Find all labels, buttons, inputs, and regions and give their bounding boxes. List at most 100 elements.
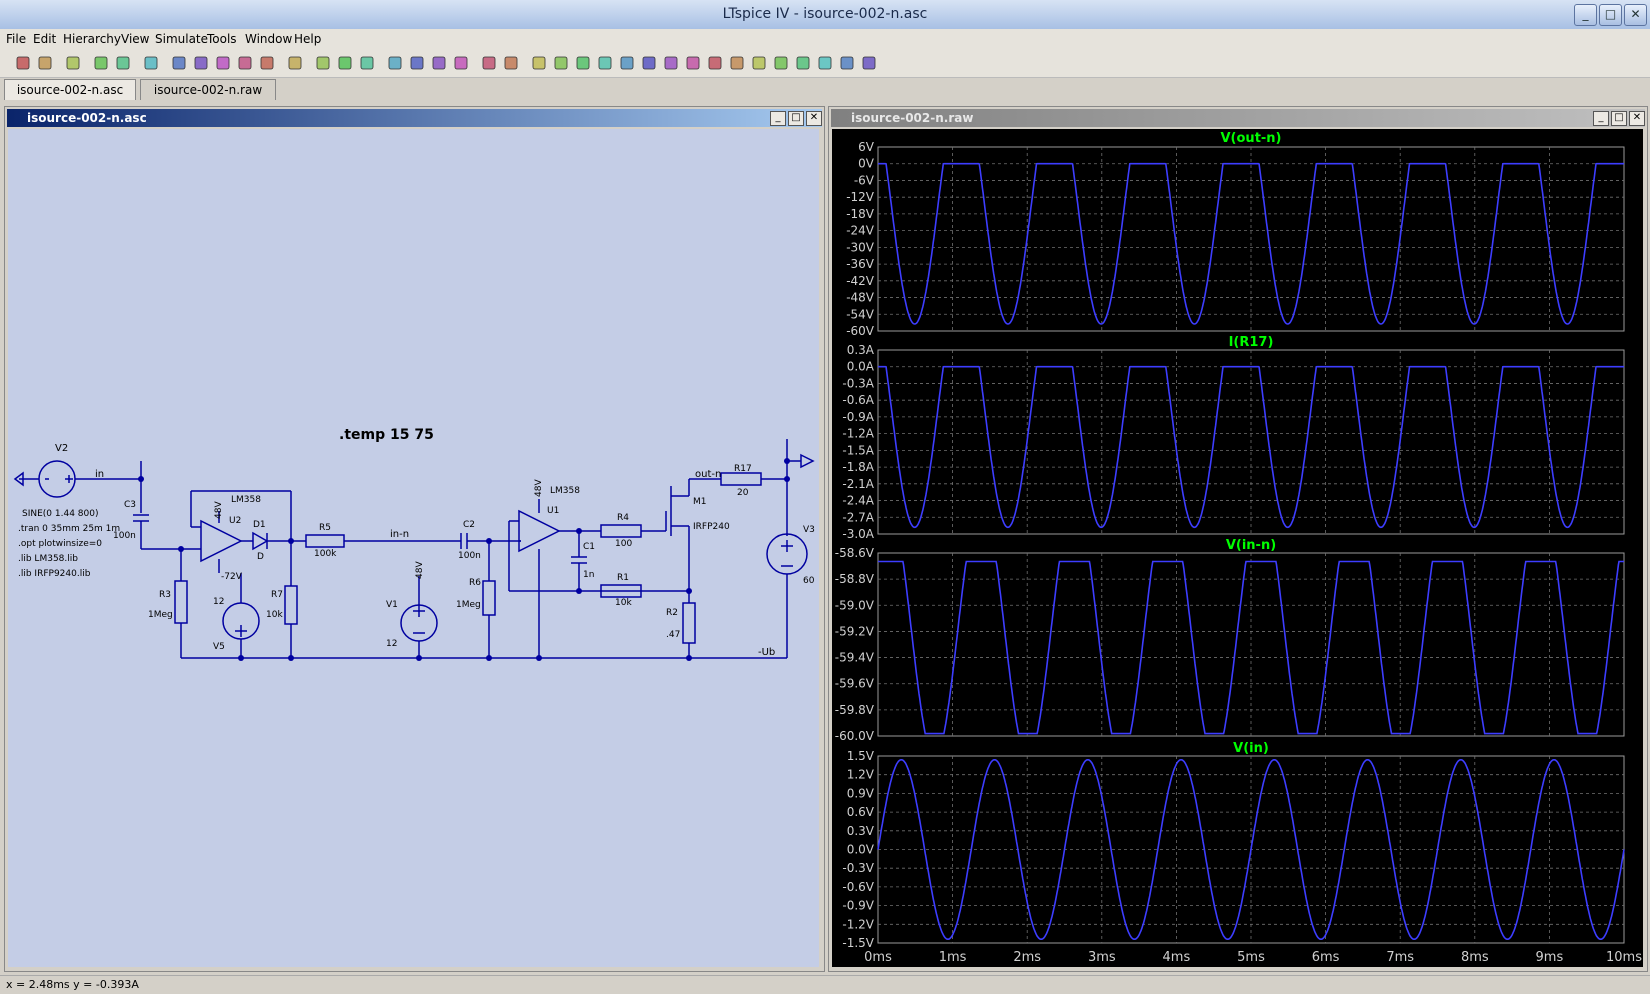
source-line[interactable]: .opt plotwinsize=0	[18, 539, 102, 549]
label-r1-value: 10k	[615, 598, 632, 608]
waveform-plot-area[interactable]: 6V0V-6V-12V-18V-24V-30V-36V-42V-48V-54V-…	[832, 129, 1643, 967]
plot-pane[interactable]: -58.6V-58.8V-59.0V-59.2V-59.4V-59.6V-59.…	[835, 538, 1625, 743]
menu-file[interactable]: File	[6, 32, 27, 46]
menu-simulate[interactable]: Simulate	[155, 32, 209, 46]
close-button[interactable]: ✕	[1624, 4, 1647, 26]
autorange-icon[interactable]	[258, 54, 276, 72]
label-v3-value: 60	[803, 576, 815, 586]
zoom-fit-icon[interactable]	[236, 54, 254, 72]
label-minus72v: -72V	[221, 572, 243, 582]
wire-icon[interactable]	[530, 54, 548, 72]
y-tick-label: -0.9A	[842, 410, 874, 424]
copy-icon[interactable]	[408, 54, 426, 72]
capacitor-icon[interactable]	[618, 54, 636, 72]
component-icon[interactable]	[684, 54, 702, 72]
run-icon[interactable]	[114, 54, 132, 72]
plot-pane[interactable]: 1.5V1.2V0.9V0.6V0.3V0.0V-0.3V-0.6V-0.9V-…	[842, 741, 1625, 950]
label-r7-value: 10k	[266, 610, 283, 620]
label-net-icon[interactable]	[574, 54, 592, 72]
tile-vertical-icon[interactable]	[336, 54, 354, 72]
waveform-close-button[interactable]: ✕	[1629, 111, 1645, 126]
text-icon[interactable]	[838, 54, 856, 72]
temp-directive[interactable]: .temp 15 75	[339, 427, 434, 443]
tab-schematic[interactable]: isource-002-n.asc	[4, 79, 136, 100]
control-panel-icon[interactable]	[92, 54, 110, 72]
source-line[interactable]: SINE(0 1.44 800)	[22, 509, 98, 519]
label-in-n: in-n	[390, 529, 409, 540]
cut-icon[interactable]	[386, 54, 404, 72]
save-icon[interactable]	[64, 54, 82, 72]
zoom-out-icon[interactable]	[214, 54, 232, 72]
plot-pane[interactable]: 0.3A0.0A-0.3A-0.6A-0.9A-1.2A-1.5A-1.8A-2…	[842, 335, 1625, 541]
label-ub: -Ub	[758, 647, 775, 658]
status-bar: x = 2.48ms y = -0.393A	[0, 975, 1650, 994]
open-icon[interactable]	[36, 54, 54, 72]
menu-view[interactable]: View	[121, 32, 150, 46]
waveform-restore-button[interactable]: □	[1611, 111, 1627, 126]
source-line[interactable]: .tran 0 35mm 25m 1m	[18, 524, 120, 534]
zoom-in-icon[interactable]	[170, 54, 188, 72]
undo-icon[interactable]	[750, 54, 768, 72]
find-icon[interactable]	[452, 54, 470, 72]
zoom-pan-icon[interactable]	[192, 54, 210, 72]
y-tick-label: 1.5V	[847, 749, 875, 763]
trace-title[interactable]: V(in)	[1233, 741, 1269, 756]
menu-window[interactable]: Window	[245, 32, 293, 46]
resistor-icon[interactable]	[596, 54, 614, 72]
schematic-close-button[interactable]: ✕	[806, 111, 822, 126]
label-r2-value: .47	[666, 630, 680, 640]
inductor-icon[interactable]	[640, 54, 658, 72]
paste-icon[interactable]	[430, 54, 448, 72]
y-tick-label: -0.6A	[842, 393, 874, 407]
maximize-button[interactable]: □	[1599, 4, 1622, 26]
menu-hierarchy[interactable]: Hierarchy	[63, 32, 122, 46]
schematic-restore-button[interactable]: □	[788, 111, 804, 126]
menu-edit[interactable]: Edit	[33, 32, 57, 46]
schematic-caption: isource-002-n.asc _ □ ✕	[7, 109, 822, 127]
spice-directive-icon[interactable]	[860, 54, 878, 72]
label-r2: R2	[666, 608, 678, 618]
diode-icon[interactable]	[662, 54, 680, 72]
x-tick-label: 5ms	[1237, 950, 1265, 965]
toolbar	[0, 49, 1650, 78]
title-bar: LTspice IV - isource-002-n.asc _ □ ✕	[0, 0, 1650, 30]
cascade-icon[interactable]	[358, 54, 376, 72]
minimize-button[interactable]: _	[1574, 4, 1597, 26]
print-icon[interactable]	[502, 54, 520, 72]
waveform-title: isource-002-n.raw	[851, 111, 974, 125]
tab-waveform[interactable]: isource-002-n.raw	[140, 79, 276, 100]
trace-line	[878, 162, 1624, 325]
source-line[interactable]: .lib IRFP9240.lib	[18, 569, 91, 579]
grid-icon[interactable]	[286, 54, 304, 72]
trace-title[interactable]: I(R17)	[1229, 335, 1274, 350]
tab-bar: isource-002-n.asc isource-002-n.raw	[0, 78, 1650, 100]
y-tick-label: -1.5V	[842, 936, 874, 950]
menu-help[interactable]: Help	[294, 32, 322, 46]
source-line[interactable]: .lib LM358.lib	[18, 554, 78, 564]
y-tick-label: -59.4V	[835, 651, 875, 665]
plot-pane[interactable]: 6V0V-6V-12V-18V-24V-30V-36V-42V-48V-54V-…	[846, 131, 1625, 338]
waveform-minimize-button[interactable]: _	[1593, 111, 1609, 126]
halt-icon[interactable]	[142, 54, 160, 72]
drag-icon[interactable]	[728, 54, 746, 72]
new-schematic-icon[interactable]	[14, 54, 32, 72]
tile-horizontal-icon[interactable]	[314, 54, 332, 72]
trace-line	[877, 759, 1625, 940]
x-tick-label: 9ms	[1536, 950, 1564, 965]
y-tick-label: 0.6V	[847, 805, 875, 819]
y-tick-label: -60V	[846, 324, 875, 338]
redo-icon[interactable]	[772, 54, 790, 72]
move-icon[interactable]	[706, 54, 724, 72]
y-tick-label: 0.0A	[847, 360, 875, 374]
print-setup-icon[interactable]	[480, 54, 498, 72]
trace-title[interactable]: V(in-n)	[1226, 538, 1276, 553]
y-tick-label: 0V	[858, 157, 875, 171]
menu-tools[interactable]: Tools	[207, 32, 237, 46]
rotate-icon[interactable]	[794, 54, 812, 72]
mirror-icon[interactable]	[816, 54, 834, 72]
ground-icon[interactable]	[552, 54, 570, 72]
trace-title[interactable]: V(out-n)	[1221, 131, 1282, 146]
x-tick-label: 4ms	[1163, 950, 1191, 965]
schematic-canvas[interactable]: .temp 15 75 V2 in SINE(0 1.44 800) .tran…	[8, 129, 819, 967]
schematic-minimize-button[interactable]: _	[770, 111, 786, 126]
